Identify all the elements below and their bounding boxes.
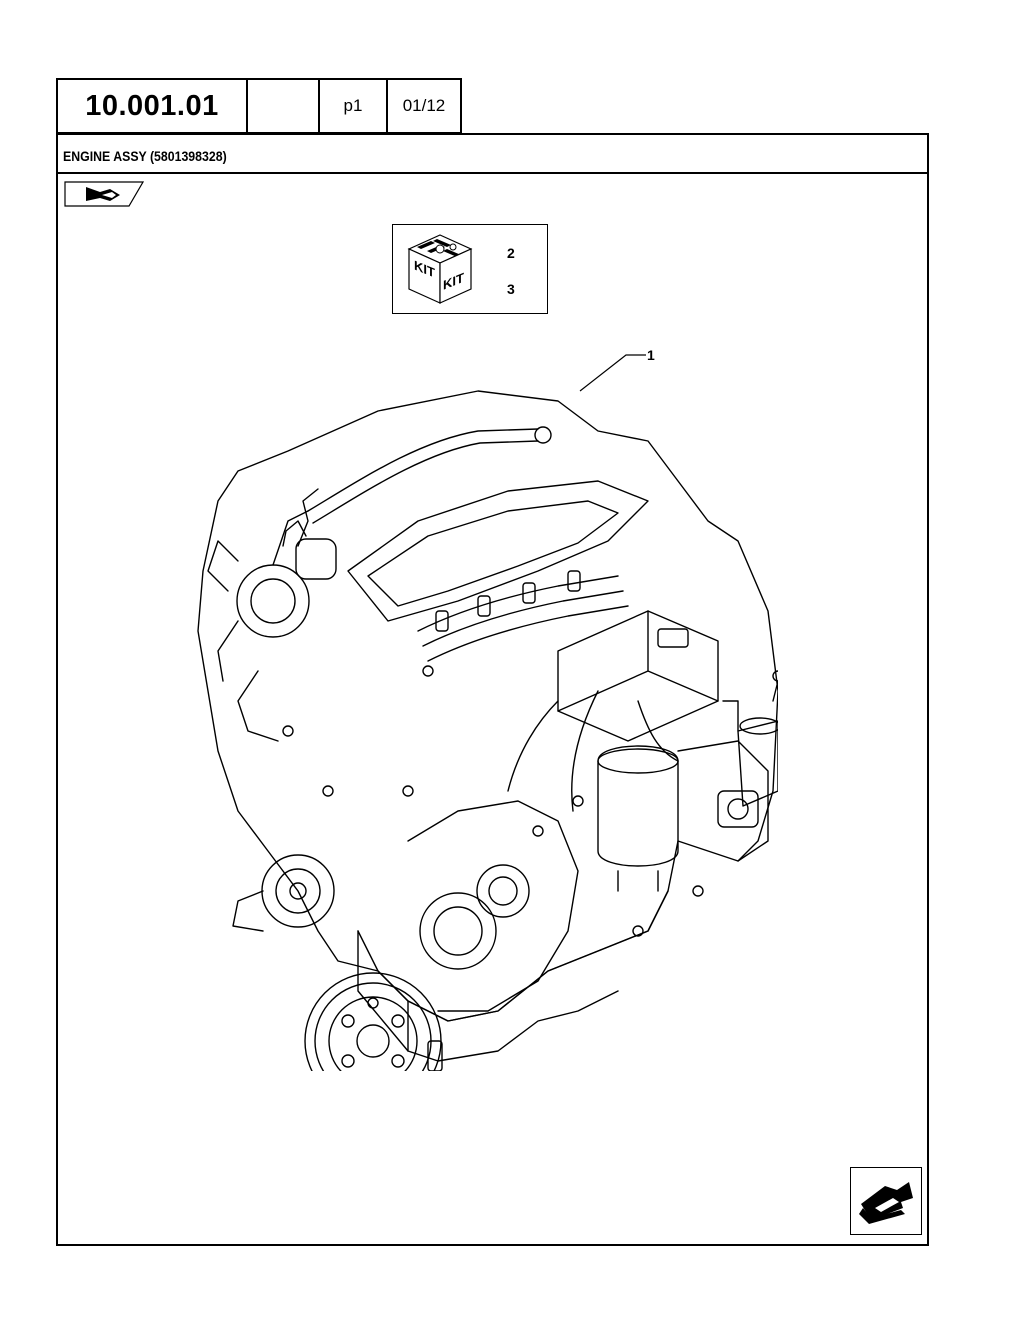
callout-number: 1 (647, 347, 655, 363)
engine-illustration (197, 390, 778, 1071)
section-code-text: 10.001.01 (85, 89, 219, 122)
kit-box-icon: KIT KIT (407, 234, 473, 304)
callout-leader-line (579, 354, 646, 392)
next-page-arrow-icon (859, 1182, 913, 1224)
kit-item-number: 3 (507, 281, 515, 297)
page-indicator-text: p1 (343, 96, 363, 115)
page-title: ENGINE ASSY (5801398328) (63, 148, 227, 164)
sheet-indicator-text: 01/12 (402, 96, 446, 115)
kit-item-number: 2 (507, 245, 515, 261)
drawing-frame: ENGINE ASSY (5801398328) KIT KIT 2 3 1 (56, 133, 929, 1246)
page-indicator: p1 (318, 78, 388, 134)
section-code: 10.001.01 (56, 78, 248, 134)
next-page-button[interactable] (850, 1167, 922, 1235)
header-blank-cell (246, 78, 320, 134)
title-row: ENGINE ASSY (5801398328) (58, 135, 927, 174)
forward-arrow-icon[interactable] (64, 181, 144, 207)
kit-legend-box: KIT KIT 2 3 (392, 224, 548, 314)
sheet-indicator: 01/12 (386, 78, 462, 134)
